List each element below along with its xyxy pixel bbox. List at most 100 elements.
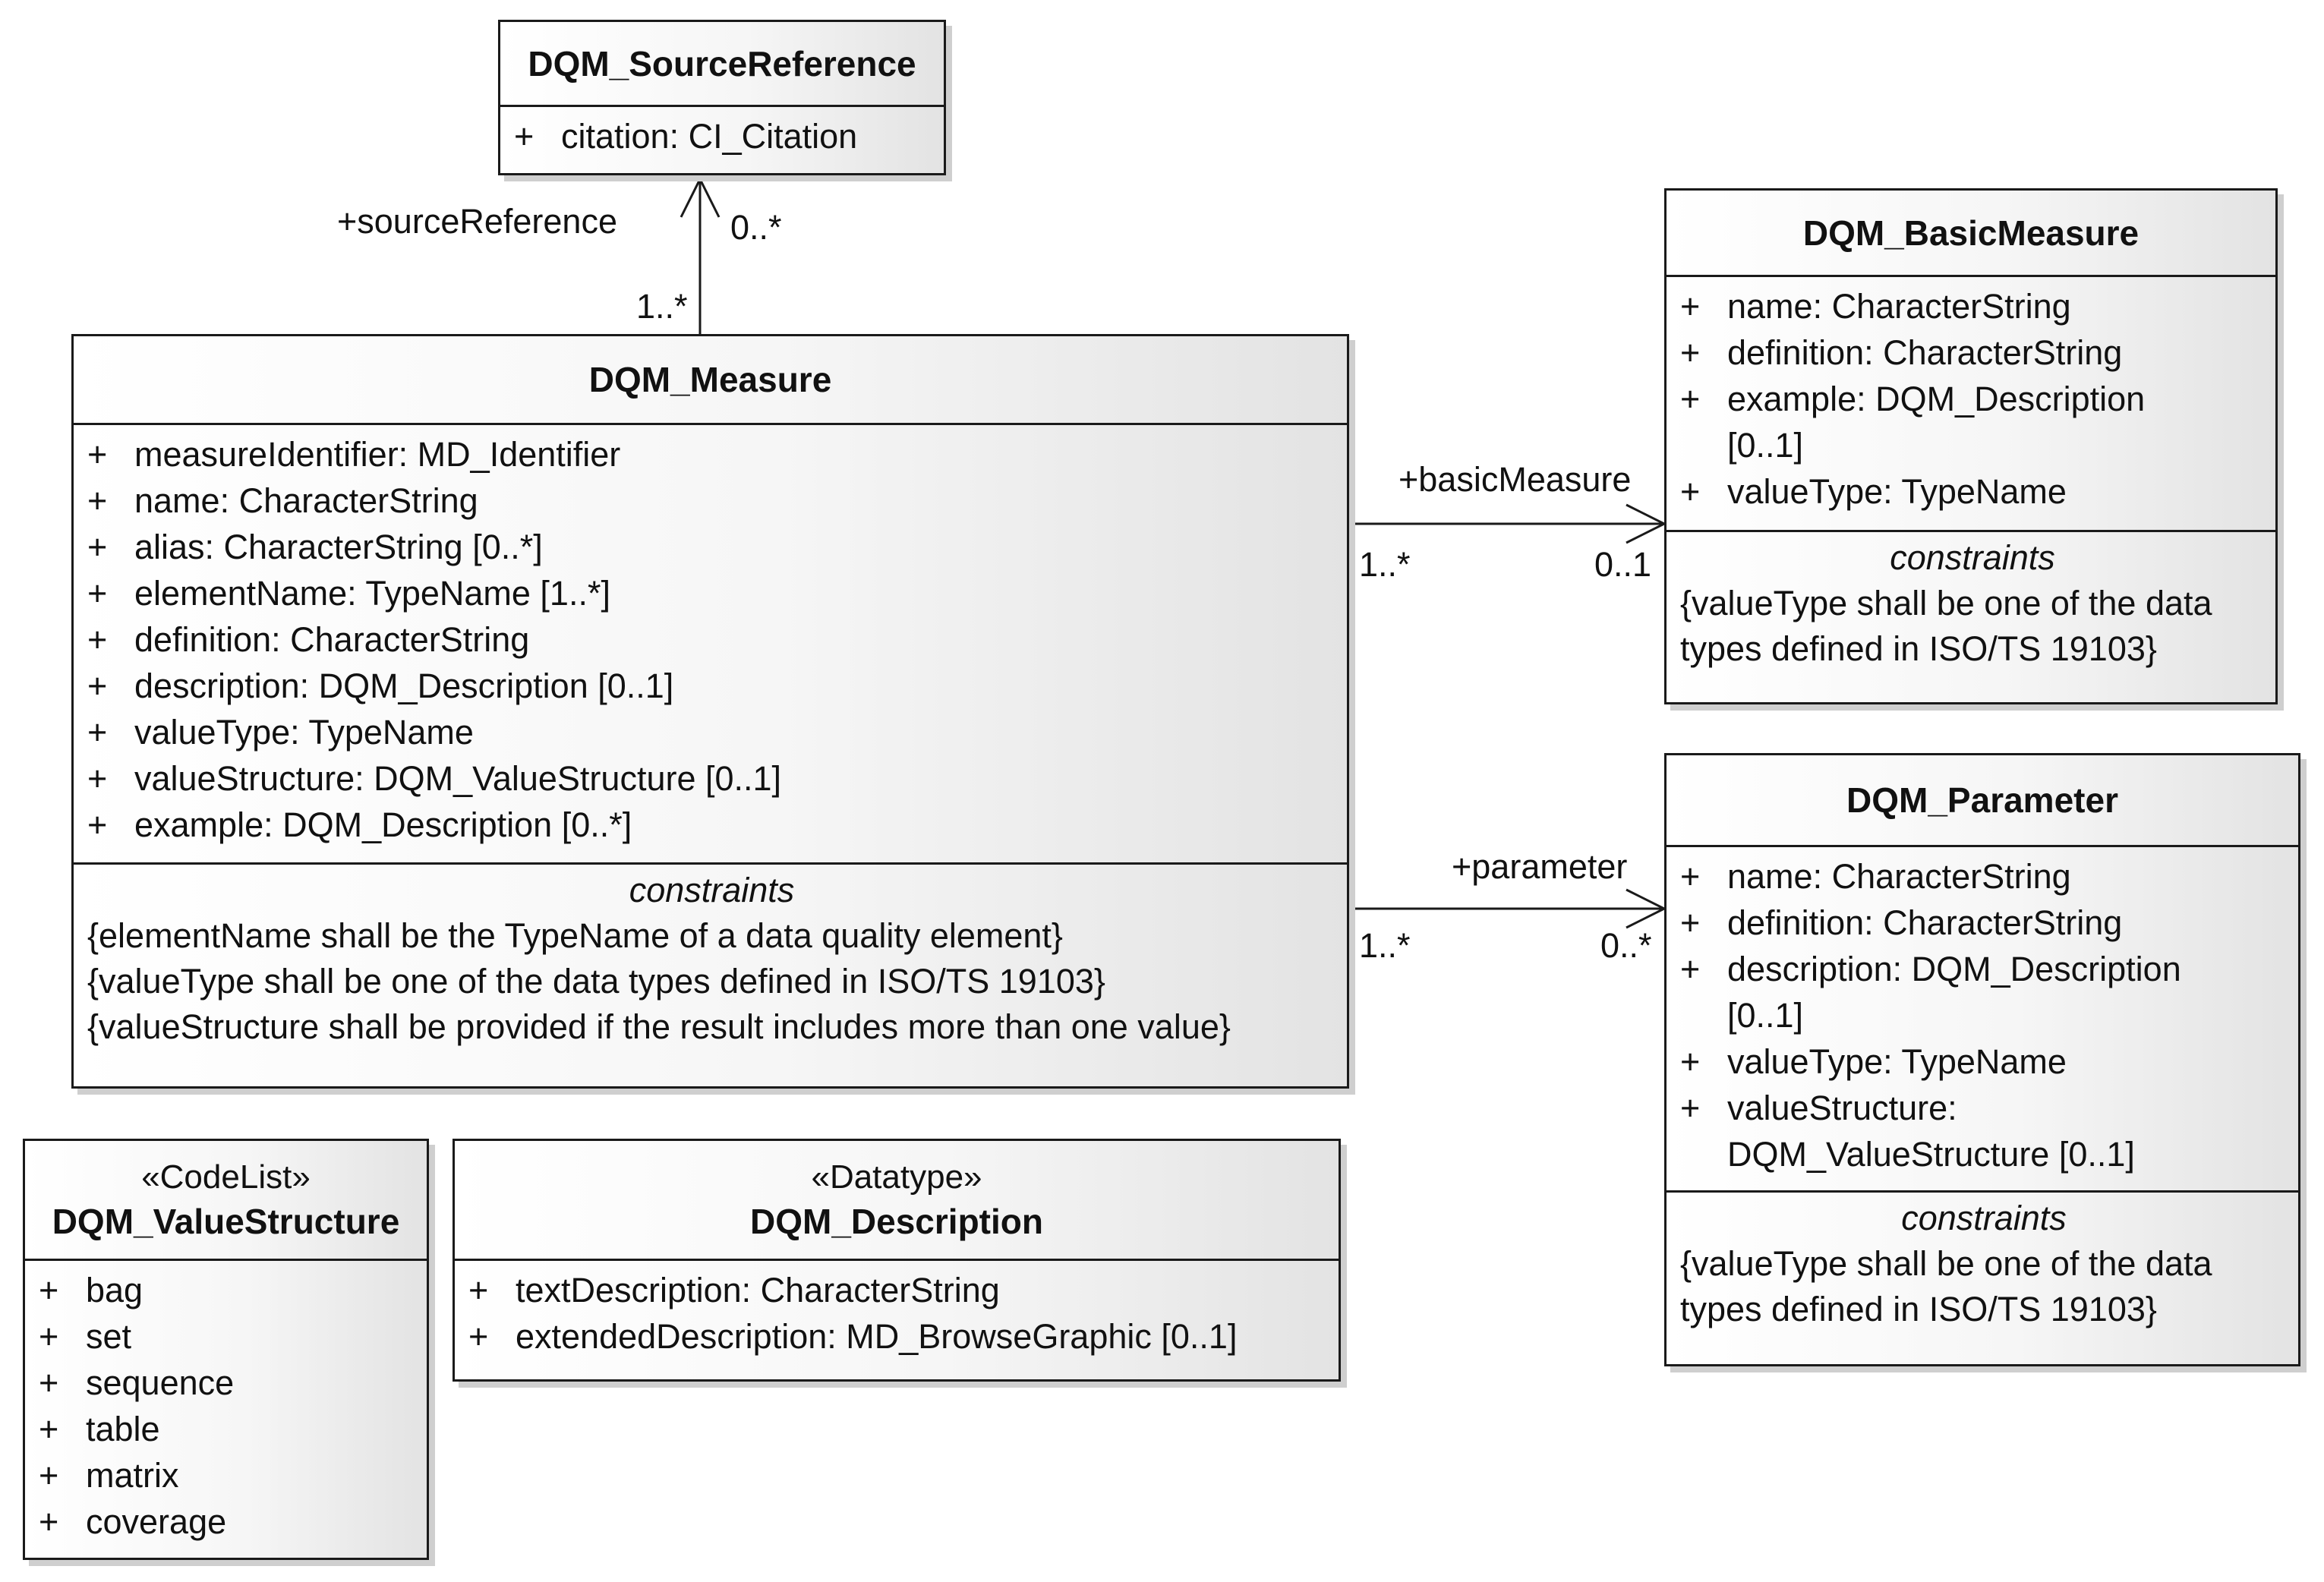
visibility-marker: +	[514, 117, 534, 156]
basic-measure-role-label: +basicMeasure	[1398, 460, 1632, 499]
attribute-text: definition: CharacterString	[134, 620, 530, 659]
visibility-marker: +	[87, 759, 108, 798]
attribute-row: + coverage	[25, 1498, 427, 1545]
constraints-compartment: constraints {valueType shall be one of t…	[1667, 530, 2275, 678]
attribute-row: +measureIdentifier: MD_Identifier	[74, 431, 1347, 477]
stereotype-label: «CodeList»	[141, 1158, 311, 1196]
parameter-role-label: +parameter	[1452, 847, 1628, 886]
attribute-row: + matrix	[25, 1452, 427, 1498]
attribute-text: bag	[86, 1271, 143, 1309]
attribute-text: matrix	[86, 1456, 179, 1495]
attribute-row: + example: DQM_Description [0..1]	[1667, 376, 2275, 468]
attribute-text: valueType: TypeName	[1727, 472, 2067, 511]
attribute-text: definition: CharacterString	[1727, 903, 2123, 942]
class-dqm-value-structure[interactable]: «CodeList» DQM_ValueStructure + bag +set …	[23, 1139, 429, 1560]
source-reference-role-label: +sourceReference	[337, 202, 617, 241]
attribute-row: +alias: CharacterString [0..*]	[74, 524, 1347, 570]
class-header: DQM_Parameter	[1667, 755, 2298, 847]
attribute-text: example: DQM_Description [0..1]	[1727, 380, 2146, 465]
constraint-line: types defined in ISO/TS 19103}	[1680, 629, 2157, 668]
visibility-marker: +	[87, 713, 108, 752]
attribute-text: sequence	[86, 1363, 235, 1402]
attribute-text: name: CharacterString	[1727, 857, 2071, 896]
parameter-target-multiplicity: 0..*	[1600, 926, 1652, 965]
attribute-text: set	[86, 1317, 132, 1356]
visibility-marker: +	[1680, 333, 1701, 372]
attribute-row: +valueStructure: DQM_ValueStructure [0..…	[74, 755, 1347, 802]
attribute-list: + bag +set + sequence + table + matrix + cove…	[25, 1261, 427, 1551]
attribute-list: +textDescription: CharacterString +exten…	[455, 1261, 1339, 1366]
visibility-marker: +	[1680, 380, 1701, 418]
stereotype-label: «Datatype»	[811, 1158, 982, 1196]
visibility-marker: +	[1680, 1089, 1701, 1127]
attribute-text: description: DQM_Description [0..1]	[134, 667, 674, 705]
class-dqm-basic-measure[interactable]: DQM_BasicMeasure +name: CharacterString …	[1664, 188, 2278, 704]
constraint-line: types defined in ISO/TS 19103}	[1680, 1290, 2157, 1328]
attribute-list: +measureIdentifier: MD_Identifier + name:…	[74, 425, 1347, 862]
basic-measure-source-multiplicity: 1..*	[1359, 545, 1411, 584]
constraint-line: {valueStructure shall be provided if the…	[87, 1007, 1231, 1046]
attribute-row: + citation: CI_Citation	[500, 113, 944, 159]
attribute-row: +name: CharacterString	[1667, 283, 2275, 329]
attribute-list: +name: CharacterString + definition: Char…	[1667, 277, 2275, 530]
visibility-marker: +	[39, 1410, 59, 1448]
attribute-text: name: CharacterString	[134, 481, 478, 520]
attribute-row: + definition: CharacterString	[74, 616, 1347, 663]
constraint-line: {valueType shall be one of the data	[1680, 1244, 2212, 1283]
attribute-text: textDescription: CharacterString	[516, 1271, 1000, 1309]
class-header: DQM_BasicMeasure	[1667, 191, 2275, 277]
attribute-row: + bag	[25, 1267, 427, 1313]
class-dqm-source-reference[interactable]: DQM_SourceReference + citation: CI_Citat…	[498, 20, 946, 175]
class-dqm-measure[interactable]: DQM_Measure +measureIdentifier: MD_Ident…	[71, 334, 1349, 1089]
constraint-line: {valueType shall be one of the data	[1680, 584, 2212, 622]
attribute-row: + textDescription: CharacterString	[455, 1267, 1339, 1313]
attribute-text: table	[86, 1410, 160, 1448]
source-reference-target-multiplicity: 0..*	[730, 208, 782, 247]
visibility-marker: +	[87, 481, 108, 520]
class-dqm-description[interactable]: «Datatype» DQM_Description +textDescript…	[453, 1139, 1341, 1382]
visibility-marker: +	[1680, 1042, 1701, 1081]
constraints-title: constraints	[1890, 538, 2055, 577]
constraints-compartment: constraints {elementName shall be the Ty…	[74, 862, 1347, 1056]
attribute-text: valueStructure: DQM_ValueStructure [0..1…	[1727, 1089, 2135, 1174]
visibility-marker: +	[39, 1456, 59, 1495]
attribute-row: + table	[25, 1406, 427, 1452]
source-reference-source-multiplicity: 1..*	[636, 287, 688, 326]
attribute-row: +description: DQM_Description [0..1]	[74, 663, 1347, 709]
visibility-marker: +	[39, 1271, 59, 1309]
visibility-marker: +	[87, 435, 108, 474]
constraints-title: constraints	[1901, 1199, 2067, 1237]
constraints-compartment: constraints {valueType shall be one of t…	[1667, 1190, 2298, 1338]
class-name: DQM_BasicMeasure	[1802, 213, 2140, 253]
visibility-marker: +	[1680, 950, 1701, 988]
visibility-marker: +	[468, 1271, 489, 1309]
attribute-row: + definition: CharacterString	[1667, 329, 2275, 376]
attribute-row: + description: DQM_Description [0..1]	[1667, 946, 2298, 1038]
attribute-row: +definition: CharacterString	[1667, 900, 2298, 946]
attribute-row: + name: CharacterString	[1667, 853, 2298, 900]
attribute-row: +example: DQM_Description [0..*]	[74, 802, 1347, 848]
attribute-text: coverage	[86, 1502, 227, 1541]
attribute-row: + valueType: TypeName	[1667, 1038, 2298, 1085]
visibility-marker: +	[87, 528, 108, 566]
attribute-text: description: DQM_Description [0..1]	[1727, 950, 2181, 1035]
attribute-row: +valueType: TypeName	[1667, 468, 2275, 515]
visibility-marker: +	[39, 1502, 59, 1541]
attribute-row: +valueType: TypeName	[74, 709, 1347, 755]
constraints-title: constraints	[629, 871, 795, 909]
attribute-text: valueType: TypeName	[1727, 1042, 2067, 1081]
visibility-marker: +	[39, 1363, 59, 1402]
visibility-marker: +	[87, 574, 108, 613]
visibility-marker: +	[87, 620, 108, 659]
attribute-text: example: DQM_Description [0..*]	[134, 805, 632, 844]
class-name: DQM_SourceReference	[528, 43, 916, 84]
visibility-marker: +	[1680, 857, 1701, 896]
attribute-row: +set	[25, 1313, 427, 1360]
class-header: DQM_Measure	[74, 336, 1347, 425]
attribute-row: + name: CharacterString	[74, 477, 1347, 524]
class-name: DQM_ValueStructure	[52, 1201, 400, 1241]
class-header: DQM_SourceReference	[500, 22, 944, 107]
constraint-line: {elementName shall be the TypeName of a …	[87, 916, 1063, 955]
class-dqm-parameter[interactable]: DQM_Parameter +name: CharacterString +de…	[1664, 753, 2300, 1366]
attribute-text: definition: CharacterString	[1727, 333, 2123, 372]
